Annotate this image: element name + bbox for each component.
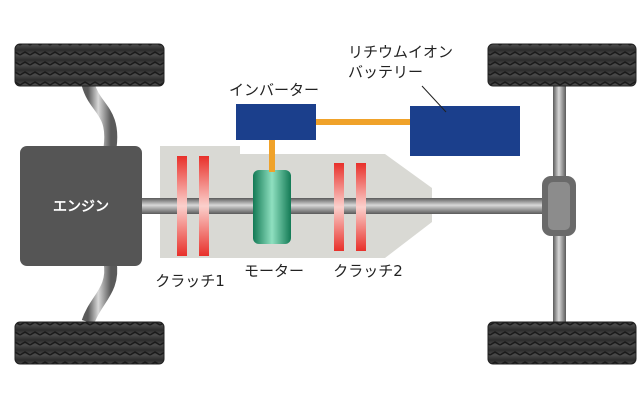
battery-leader-line bbox=[421, 85, 447, 113]
inverter-battery-wire bbox=[315, 119, 412, 125]
battery-label-line2: バッテリー bbox=[348, 63, 423, 81]
clutch2-label: クラッチ2 bbox=[333, 262, 403, 280]
engine-block bbox=[20, 146, 142, 266]
clutch2-plate-b bbox=[356, 163, 366, 251]
drive-shaft bbox=[135, 198, 555, 214]
inverter-motor-wire bbox=[269, 138, 275, 172]
clutch1-label: クラッチ1 bbox=[155, 272, 225, 290]
rear-right-tire bbox=[487, 321, 637, 365]
front-left-tire bbox=[14, 43, 165, 87]
front-lower-link bbox=[81, 260, 118, 325]
rear-left-tire bbox=[487, 43, 637, 87]
clutch1-plate-a bbox=[177, 156, 187, 256]
rear-differential-highlight bbox=[548, 182, 570, 230]
clutch2-plate-a bbox=[334, 163, 344, 251]
front-right-tire bbox=[14, 321, 165, 365]
clutch1-plate-b bbox=[199, 156, 209, 256]
motor bbox=[253, 170, 291, 244]
lithium-ion-battery bbox=[410, 106, 520, 156]
engine-label: エンジン bbox=[53, 199, 109, 215]
inverter-label: インバーター bbox=[229, 81, 319, 99]
motor-label: モーター bbox=[244, 262, 304, 280]
front-upper-link bbox=[81, 81, 118, 149]
battery-label-line1: リチウムイオン bbox=[348, 43, 453, 61]
inverter bbox=[236, 104, 316, 140]
